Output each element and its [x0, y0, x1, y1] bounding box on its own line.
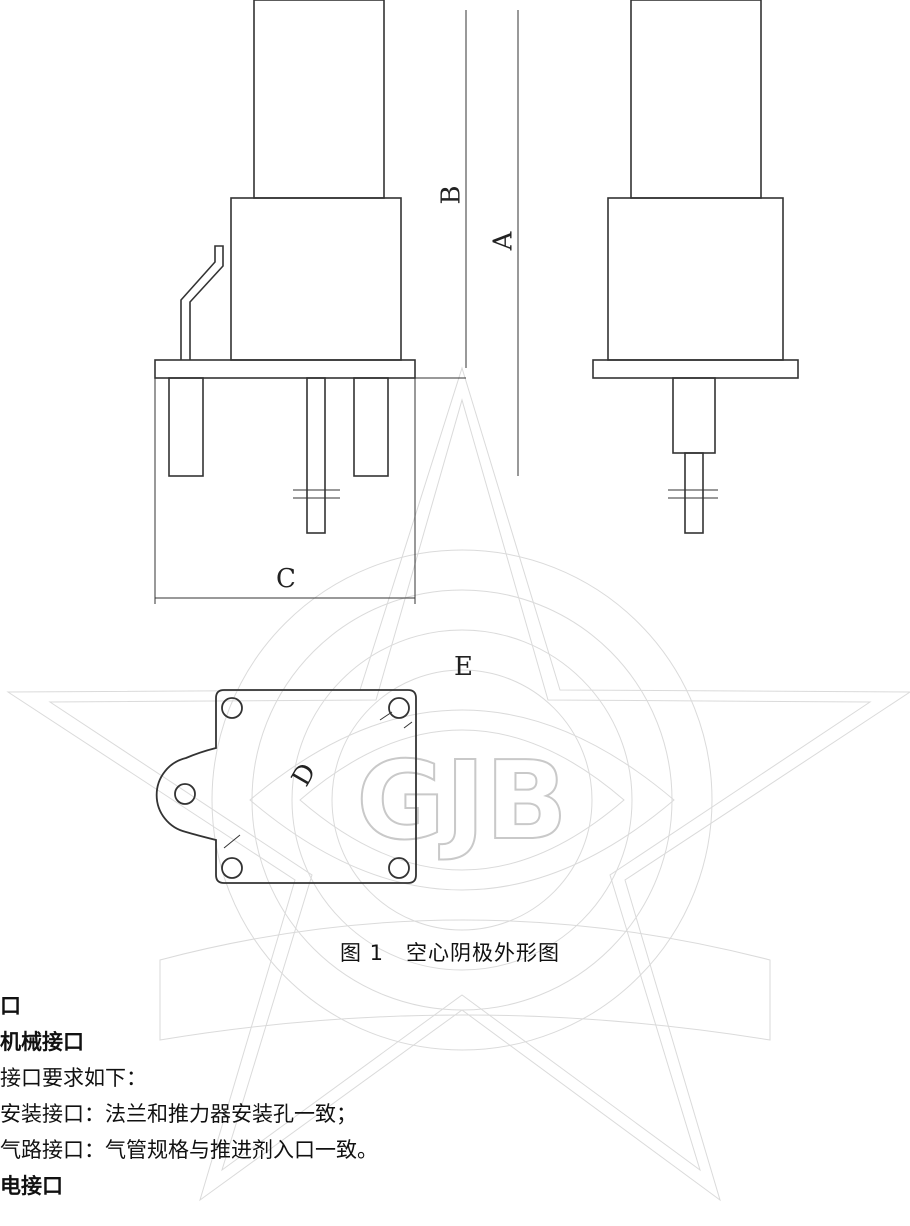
watermark-text: GJB — [356, 739, 567, 864]
flange-view — [155, 689, 417, 884]
dimension-label-e: E — [454, 652, 473, 682]
body-text-intro: 接口要求如下： — [0, 1066, 147, 1090]
subsection-heading-mechanical: 机械接口 — [0, 1030, 84, 1054]
section-heading: 口 — [0, 994, 21, 1018]
body-text-mounting: 安装接口：法兰和推力器安装孔一致； — [0, 1102, 357, 1126]
body-text-gas: 气路接口：气管规格与推进剂入口一致。 — [0, 1138, 378, 1162]
watermark-emblem — [6, 366, 910, 1202]
side-view — [592, 0, 799, 534]
figure-caption: 图 1 空心阴极外形图 — [340, 941, 561, 965]
subsection-heading-electrical: 电接口 — [0, 1174, 63, 1198]
dimension-label-b: B — [436, 185, 467, 205]
dimension-label-c: C — [276, 564, 296, 594]
dimension-label-a: A — [488, 231, 519, 251]
front-view — [154, 0, 519, 604]
